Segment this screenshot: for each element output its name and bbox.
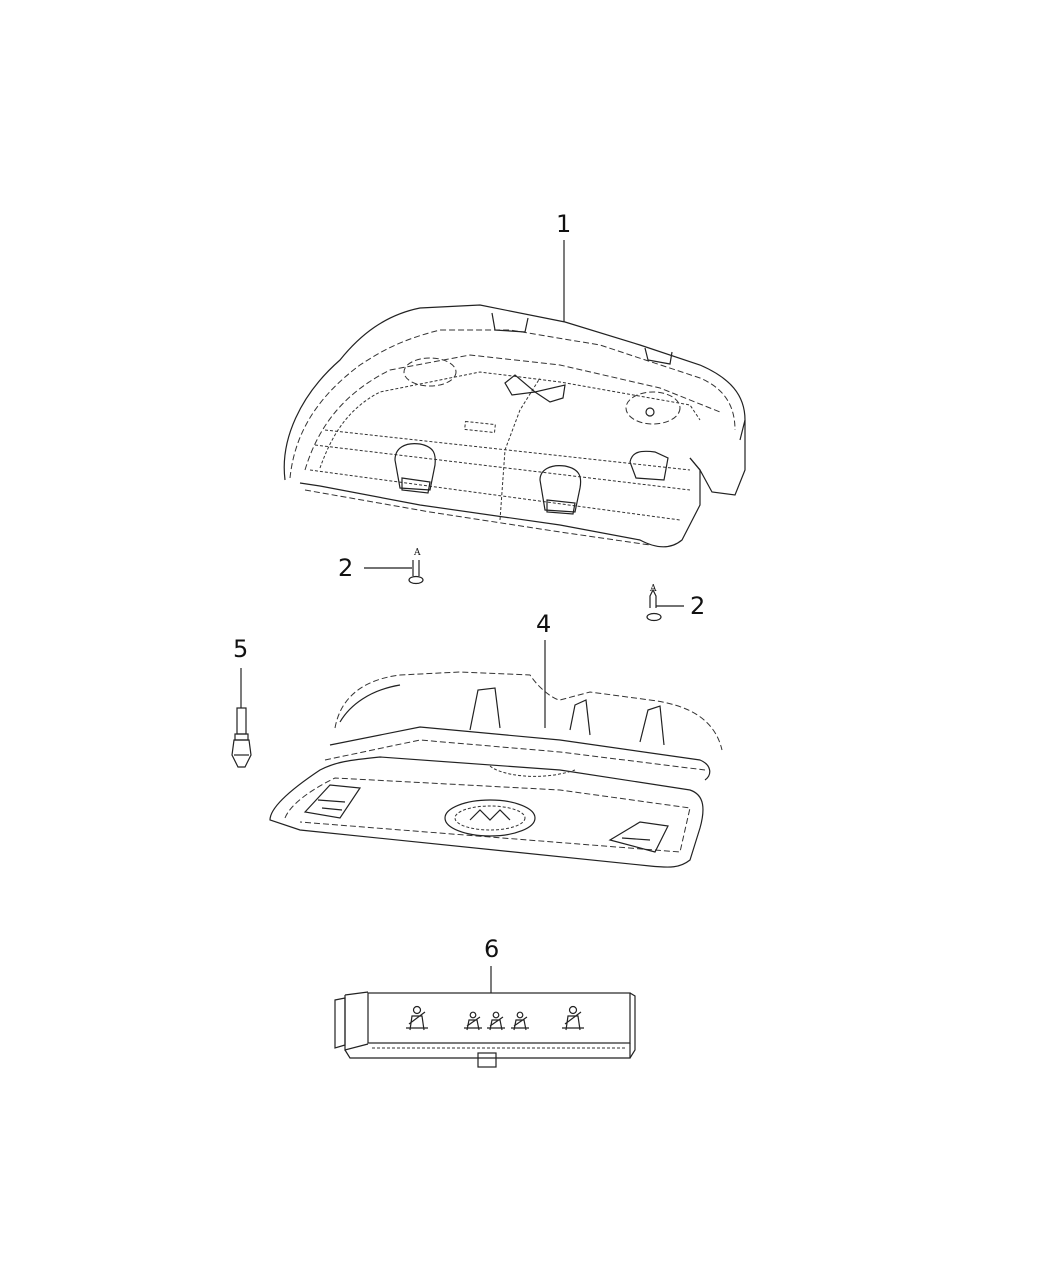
part-2-screw-left xyxy=(364,560,424,585)
callout-6: 6 xyxy=(484,935,500,963)
callout-2-left: 2 xyxy=(338,554,354,582)
part-1-console-housing xyxy=(283,240,746,548)
part-5-bulb xyxy=(231,668,252,768)
seatbelt-icon xyxy=(464,1011,482,1031)
part-2-screw-right xyxy=(646,588,684,622)
seatbelt-icon xyxy=(511,1011,529,1031)
callout-1: 1 xyxy=(556,210,572,238)
part-6-indicator-module xyxy=(334,966,636,1068)
callout-2-right: 2 xyxy=(690,592,706,620)
fastener-mark-a-right: A xyxy=(650,584,657,594)
part-4-lamp-assembly xyxy=(269,640,723,868)
fastener-mark-a-left: A xyxy=(414,548,421,558)
callout-5: 5 xyxy=(233,635,249,663)
seatbelt-icon xyxy=(562,1005,584,1031)
seatbelt-icon xyxy=(487,1011,505,1031)
callout-4: 4 xyxy=(536,610,552,638)
seatbelt-icon xyxy=(406,1005,428,1031)
